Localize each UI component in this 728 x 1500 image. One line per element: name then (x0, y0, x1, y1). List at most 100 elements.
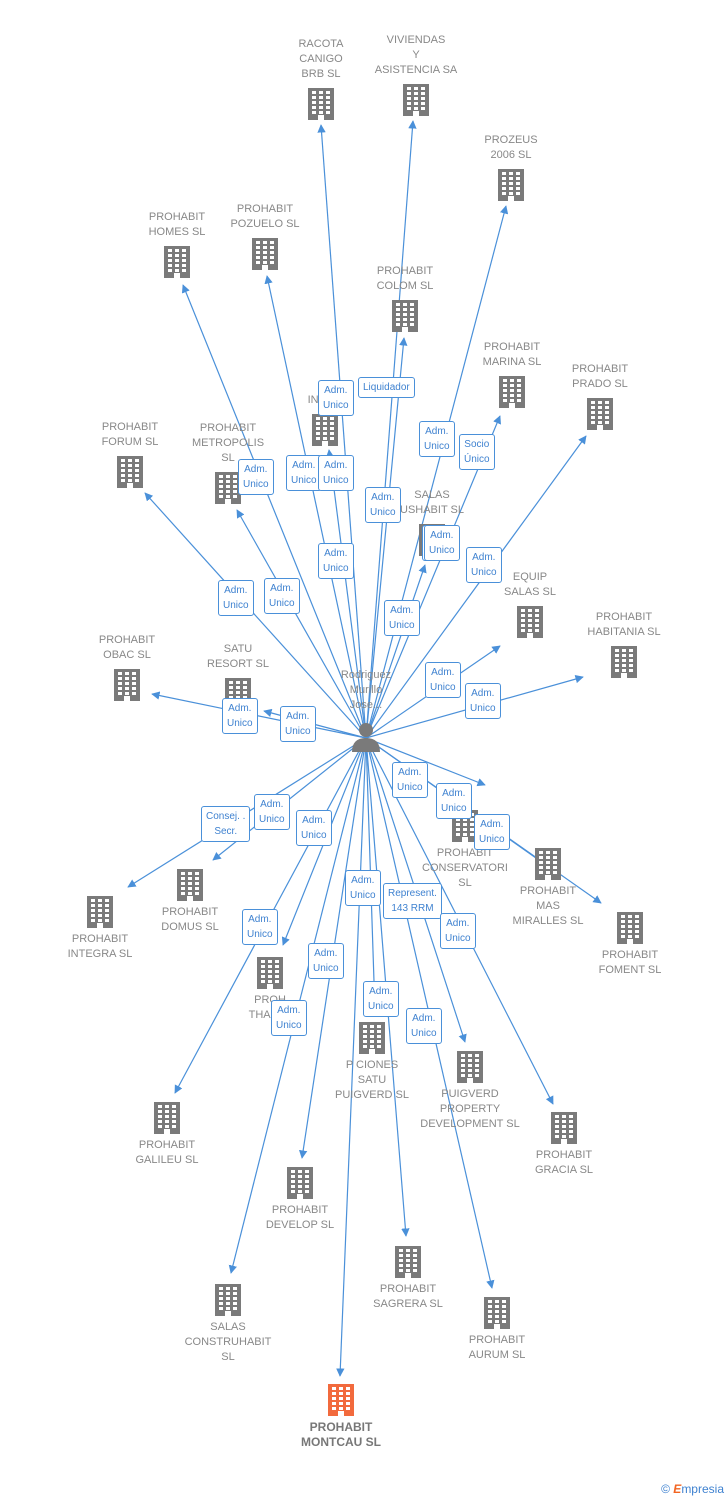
role-tag[interactable]: Adm.Unico (318, 543, 354, 579)
building-icon (499, 376, 525, 408)
company-name-line: SL (221, 452, 235, 464)
role-tag[interactable]: Adm.Unico (365, 487, 401, 523)
company-name-line: CONSERVATORI (422, 862, 508, 874)
role-tag-line: Adm. (480, 819, 504, 830)
edge-prado (365, 435, 587, 739)
role-tag[interactable]: Adm.Unico (218, 580, 254, 616)
role-tag[interactable]: Adm.Unico (238, 459, 274, 495)
role-tag[interactable]: Adm.Unico (264, 578, 300, 614)
role-tag-line: Unico (424, 441, 450, 452)
role-tag[interactable]: Adm.Unico (280, 706, 316, 742)
company-name-line: RESORT SL (207, 658, 269, 670)
role-tag[interactable]: Adm.Unico (222, 698, 258, 734)
company-name-line: ASISTENCIA SA (374, 64, 458, 76)
company-name-line: MIRALLES SL (512, 915, 584, 927)
role-tag[interactable]: Adm.Unico (465, 683, 501, 719)
role-tag-line: Unico (430, 682, 456, 693)
building-icon (328, 1384, 354, 1416)
role-tag-line: Unico (429, 545, 455, 556)
role-tag[interactable]: Liquidador (358, 377, 415, 398)
company-name-line: SATU (357, 1074, 387, 1086)
role-tag[interactable]: Adm.Unico (440, 913, 476, 949)
role-tag[interactable]: Adm.Unico (466, 547, 502, 583)
building-icon (517, 606, 543, 638)
company-name-line: THALAS (248, 1009, 292, 1021)
role-tag[interactable]: Adm.Unico (286, 455, 322, 491)
company-name-line: PROH (254, 994, 286, 1006)
building-icon (164, 246, 190, 278)
role-tag[interactable]: Adm.Unico (436, 783, 472, 819)
role-tag[interactable]: Adm.Unico (424, 525, 460, 561)
role-tag[interactable]: Adm.Unico (384, 600, 420, 636)
role-tag[interactable]: Adm.Unico (363, 981, 399, 1017)
role-tag[interactable]: Adm.Unico (242, 909, 278, 945)
role-tag[interactable]: Adm.Unico (474, 814, 510, 850)
role-tag[interactable]: Adm.Unico (318, 380, 354, 416)
company-name-line: POZUELO SL (230, 218, 300, 230)
company-name-line: PROHABIT (101, 421, 159, 433)
role-tag[interactable]: Represent.143 RRM (383, 883, 442, 919)
role-tag[interactable]: Adm.Unico (419, 421, 455, 457)
role-tag-line: Adm. (277, 1005, 301, 1016)
edge-metropolis (236, 509, 367, 739)
company-name-line: DEVELOPMENT SL (420, 1118, 520, 1130)
role-tag-line: Unico (285, 726, 311, 737)
role-tag[interactable]: Consej. .Secr. (201, 806, 251, 842)
role-tag[interactable]: Adm.Unico (345, 870, 381, 906)
company-label-thalassa[interactable]: PROH THALAS (215, 993, 325, 1023)
role-tag[interactable]: Adm.Unico (392, 762, 428, 798)
role-tag[interactable]: Adm.Unico (296, 810, 332, 846)
role-tag[interactable]: Adm.Unico (271, 1000, 307, 1036)
edge-montcau (336, 737, 367, 1377)
role-tag[interactable]: Adm.Unico (318, 455, 354, 491)
role-tag-line: Represent. (388, 888, 437, 899)
company-name-line: USHABIT SL (400, 504, 464, 516)
company-name-line: DOMUS SL (161, 921, 219, 933)
edge-viviendas (365, 120, 417, 739)
role-tag-line: Unico (471, 567, 497, 578)
role-tag[interactable]: Adm.Unico (425, 662, 461, 698)
role-tag[interactable]: Adm.Unico (254, 794, 290, 830)
role-tag[interactable]: Adm.Unico (406, 1008, 442, 1044)
building-icon (215, 1284, 241, 1316)
role-tag-line: Adm. (324, 385, 348, 396)
edge-salasinduhabit (325, 449, 367, 739)
company-name-line: DEVELOP SL (265, 1219, 335, 1231)
building-icon (551, 1112, 577, 1144)
role-tag-line: Adm. (369, 986, 393, 997)
role-tag-line: Adm. (324, 460, 348, 471)
role-tag-line: Adm. (228, 703, 252, 714)
role-tag[interactable]: Adm.Unico (308, 943, 344, 979)
